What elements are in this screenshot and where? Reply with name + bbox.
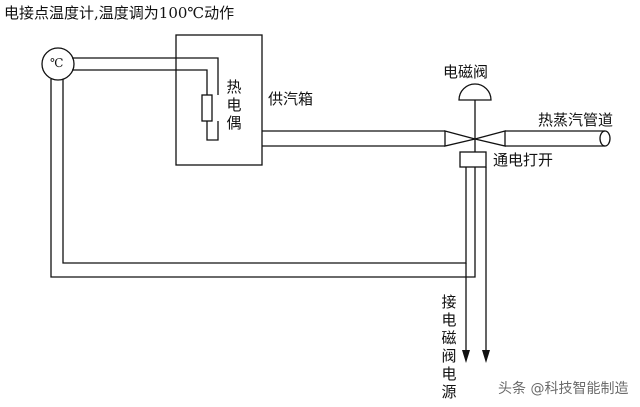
power-arrow-right: [482, 350, 490, 363]
thermocouple-lead-inner: [72, 69, 208, 95]
title-label: 电接点温度计,温度调为100℃动作: [4, 4, 235, 22]
steam-box: [175, 34, 263, 166]
valve-body-right: [474, 130, 506, 147]
steam-box-label: 供汽箱: [268, 90, 314, 108]
thermometer-dial: [41, 47, 75, 81]
power-arrow-left: [462, 350, 470, 363]
thermocouple-lead-outer: [72, 57, 219, 95]
hot-steam-pipe-label: 热蒸汽管道: [538, 111, 614, 129]
pipe-end: [599, 130, 611, 147]
thermocouple-tail: [206, 121, 219, 141]
thermocouple-label: 热电偶: [226, 78, 242, 132]
power-on-open-label: 通电打开: [493, 151, 554, 169]
thermocouple-element: [201, 94, 213, 122]
watermark: 头条 @科技智能制造: [498, 381, 629, 397]
solenoid-coil: [459, 151, 487, 168]
valve-actuator-dome: [458, 83, 492, 101]
wire-outer: [50, 79, 476, 278]
valve-body-left: [444, 130, 476, 147]
solenoid-valve-label: 电磁阀: [443, 63, 489, 81]
thermometer-symbol: ℃: [50, 56, 64, 70]
wire-inner: [62, 79, 467, 264]
valve-power-label: 接电磁阀电源: [441, 293, 457, 401]
